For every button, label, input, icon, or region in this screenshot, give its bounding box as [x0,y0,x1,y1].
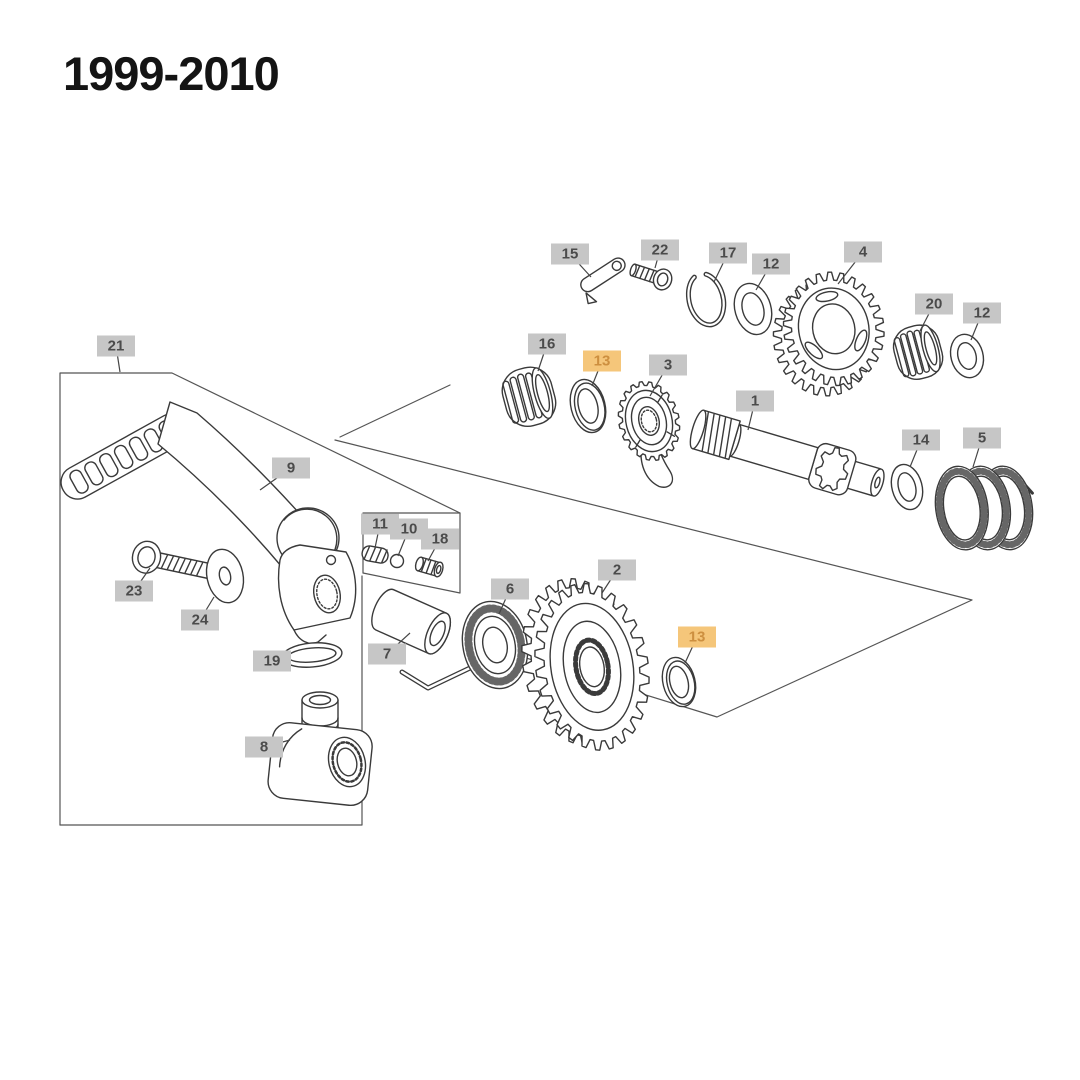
kick-spring-drawing [934,465,1034,551]
part-callout-5[interactable]: 5 [963,427,1001,449]
washer-drawing [949,333,985,379]
torsion-spring-drawing [399,600,529,691]
part-callout-3[interactable]: 3 [649,354,687,376]
part-callout-9[interactable]: 9 [272,457,310,479]
part-callout-13-highlighted[interactable]: 13 [678,626,716,648]
part-callout-23[interactable]: 23 [115,580,153,602]
part-callout-19[interactable]: 19 [253,650,291,672]
part-callout-11[interactable]: 11 [361,513,399,535]
kick-gear-drawing [521,578,650,751]
part-callout-20[interactable]: 20 [915,293,953,315]
detent-ball-drawing [389,553,405,569]
part-callout-22[interactable]: 22 [641,239,679,261]
part-callout-13-highlighted[interactable]: 13 [583,350,621,372]
part-callout-10[interactable]: 10 [390,518,428,540]
part-callout-12[interactable]: 12 [752,253,790,275]
stopper-plate-drawing [580,257,626,305]
needle-bearing-drawing [892,324,944,380]
washer-drawing [733,282,773,336]
idle-gear-drawing [772,271,885,397]
part-callout-6[interactable]: 6 [491,578,529,600]
part-callout-1[interactable]: 1 [736,390,774,412]
part-callout-16[interactable]: 16 [528,333,566,355]
flat-washer-drawing [205,548,245,604]
part-callout-4[interactable]: 4 [844,241,882,263]
needle-bearing-drawing [501,366,557,427]
part-callout-15[interactable]: 15 [551,243,589,265]
circlip-drawing [685,271,727,328]
part-callout-17[interactable]: 17 [709,242,747,264]
bolt-drawing [629,263,673,291]
part-callout-7[interactable]: 7 [368,643,406,665]
part-callout-24[interactable]: 24 [181,609,219,631]
pivot-block-drawing [267,691,373,807]
ratchet-gear-drawing [617,381,681,488]
part-callout-12[interactable]: 12 [963,302,1001,324]
part-callout-8[interactable]: 8 [245,736,283,758]
detent-spring-drawing [361,545,389,564]
kick-shaft-drawing [689,409,885,497]
washer-13-drawing [661,656,697,708]
part-callout-14[interactable]: 14 [902,429,940,451]
washer-drawing [890,463,924,511]
kick-lever-drawing [60,401,357,645]
part-callout-21[interactable]: 21 [97,335,135,357]
washer-13-drawing [569,378,607,434]
bushing-drawing [371,588,452,655]
part-callout-2[interactable]: 2 [598,559,636,581]
part-callout-18[interactable]: 18 [421,528,459,550]
threaded-plug-drawing [414,556,444,578]
page-title: 1999-2010 [63,47,280,100]
